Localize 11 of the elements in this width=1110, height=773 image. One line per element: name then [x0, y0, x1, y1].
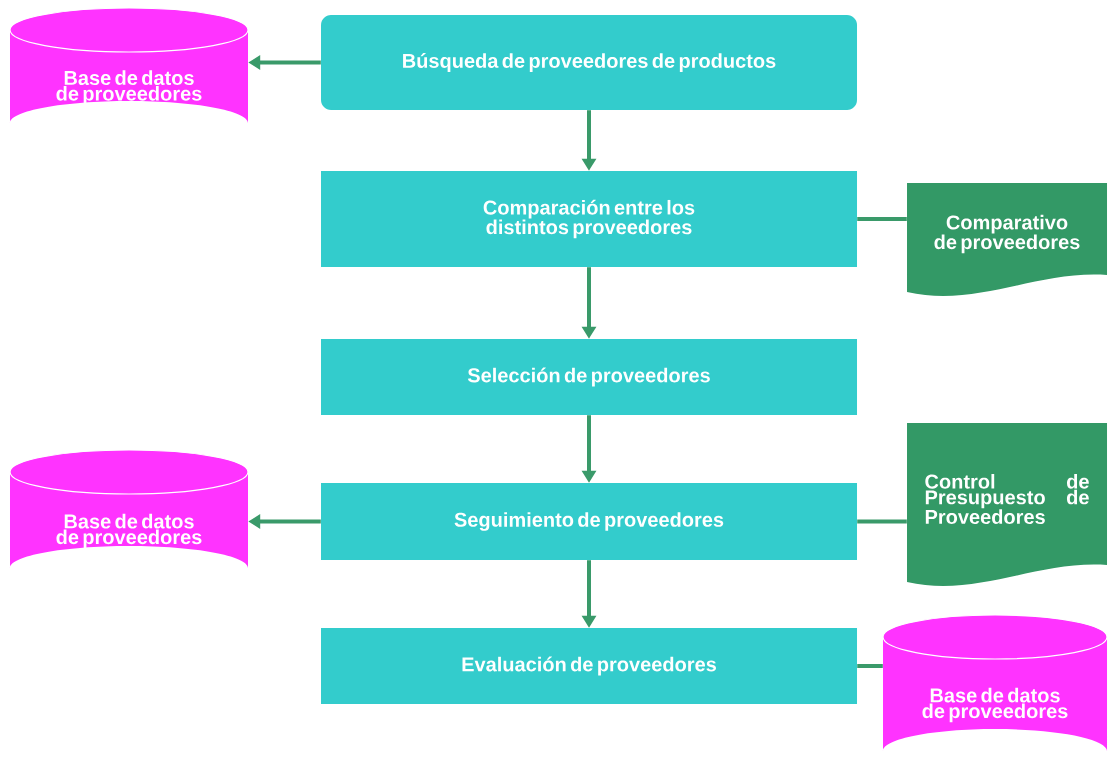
process-box: Búsqueda de proveedores de productos — [321, 15, 857, 110]
connector-line — [857, 217, 907, 221]
process-box: Seguimiento de proveedores — [321, 483, 857, 560]
connector-line — [857, 664, 883, 668]
process-box: Evaluación de proveedores — [321, 628, 857, 704]
database-cylinder: Base de datos de proveedores — [9, 7, 249, 123]
connector-line — [857, 519, 907, 524]
database-cylinder: Base de datos de proveedores — [882, 614, 1108, 751]
database-cylinder: Base de datos de proveedores — [9, 449, 249, 568]
process-box: Comparación entre los distintos proveedores — [321, 171, 857, 267]
process-box: Selección de proveedores — [321, 339, 857, 415]
